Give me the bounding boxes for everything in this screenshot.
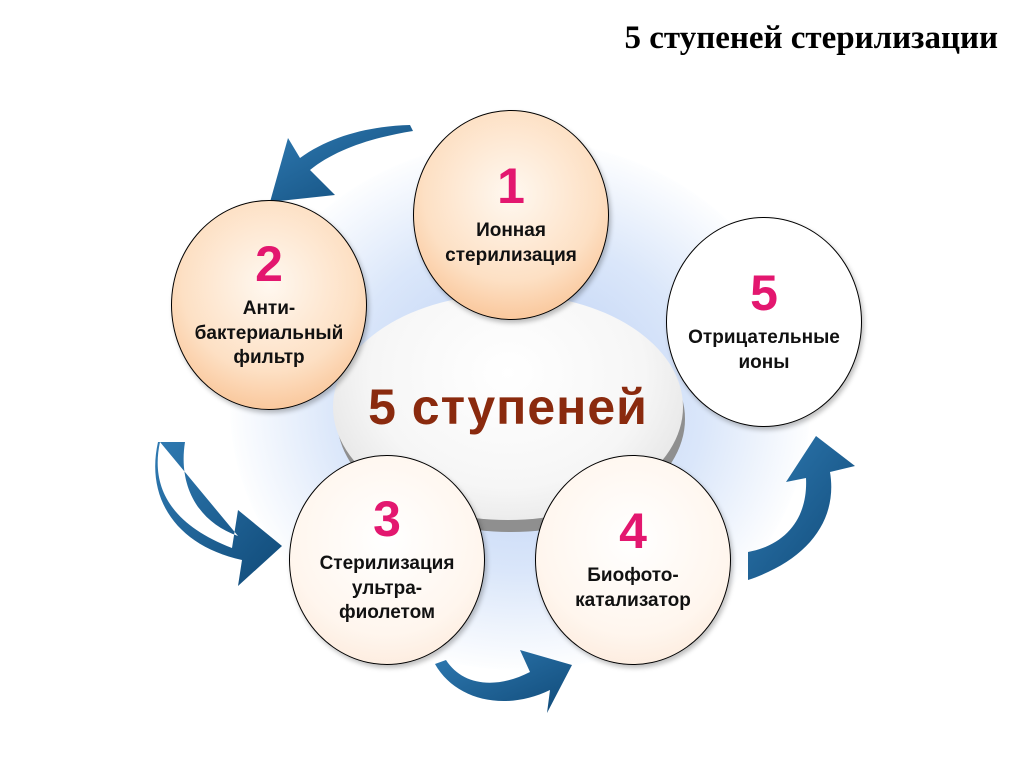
- step-1-label: Ионная стерилизация: [445, 220, 577, 266]
- step-4-label: Биофото- катализатор: [575, 565, 691, 611]
- step-5-label: Отрицательные ионы: [688, 327, 840, 373]
- step-4-circle: 4 Биофото- катализатор: [535, 455, 731, 665]
- step-5-circle: 5 Отрицательные ионы: [666, 217, 862, 427]
- step-2-label: Анти- бактериальный фильтр: [194, 297, 344, 369]
- slide-title: 5 ступеней стерилизации: [624, 20, 998, 56]
- step-1-number: 1: [497, 158, 525, 215]
- step-1-circle: 1 Ионная стерилизация: [413, 110, 609, 320]
- step-5-number: 5: [750, 265, 778, 322]
- step-3-circle: 3 Стерилизация ультра- фиолетом: [289, 455, 485, 665]
- arrow-step2-to-step3-icon: [155, 442, 282, 586]
- step-2-circle: 2 Анти- бактериальный фильтр: [171, 200, 367, 410]
- step-3-number: 3: [373, 490, 401, 547]
- step-2-number: 2: [255, 235, 283, 292]
- step-4-number: 4: [619, 503, 647, 560]
- arrow-step3-to-step4-icon: [435, 650, 572, 713]
- step-3-label: Стерилизация ультра- фиолетом: [319, 552, 455, 624]
- arrow-step1-to-step2-icon: [270, 125, 413, 202]
- arrow-step4-to-step5-icon: [748, 436, 855, 580]
- center-hub-text: 5 ступеней: [368, 379, 648, 435]
